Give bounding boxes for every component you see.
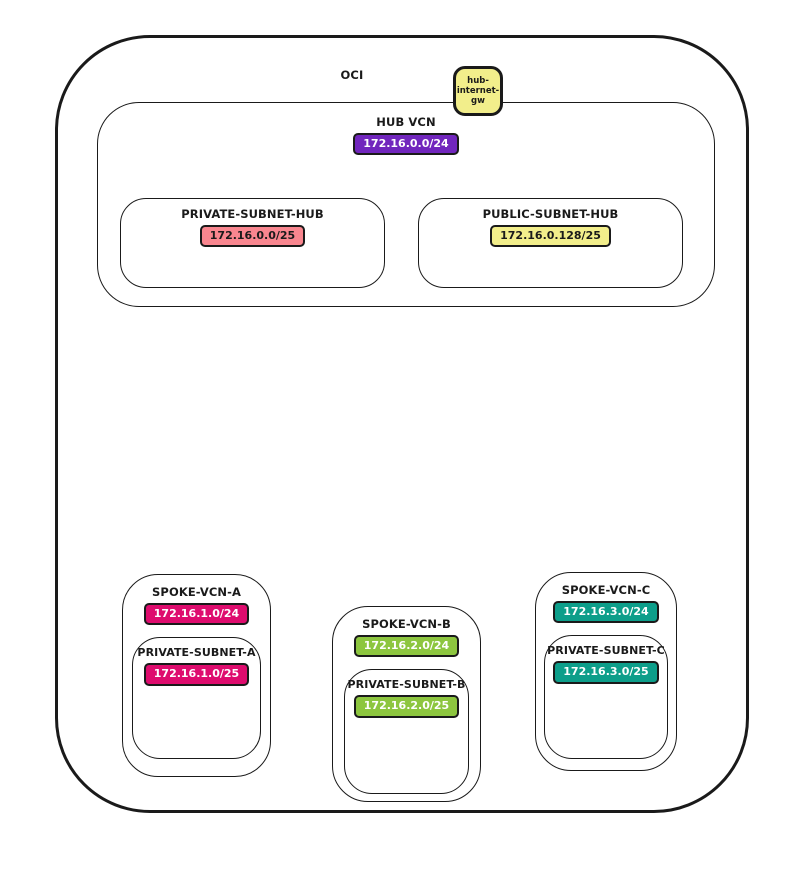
public-subnet-hub-cidr-row: 172.16.0.128/25 <box>419 224 682 248</box>
private-subnet-b-cidr-badge: 172.16.2.0/25 <box>353 694 460 718</box>
spoke-vcn-a-cidr-badge: 172.16.1.0/24 <box>143 602 250 626</box>
spoke-vcn-a-cidr-row: 172.16.1.0/24 <box>123 602 270 626</box>
private-subnet-a-container: PRIVATE-SUBNET-A 172.16.1.0/25 <box>132 637 261 760</box>
spoke-vcn-c-label: SPOKE-VCN-C <box>561 583 651 597</box>
hub-vcn-container: HUB VCN 172.16.0.0/24 PRIVATE-SUBNET-HUB… <box>97 102 715 307</box>
public-subnet-hub-container: PUBLIC-SUBNET-HUB 172.16.0.128/25 <box>418 198 683 288</box>
private-subnet-c-container: PRIVATE-SUBNET-C 172.16.3.0/25 <box>544 635 668 760</box>
private-subnet-hub-cidr-badge: 172.16.0.0/25 <box>199 224 306 248</box>
spoke-vcn-a-container: SPOKE-VCN-A 172.16.1.0/24 PRIVATE-SUBNET… <box>122 574 271 777</box>
spoke-vcn-b-cidr-badge: 172.16.2.0/24 <box>353 634 460 658</box>
private-subnet-b-cidr-row: 172.16.2.0/25 <box>345 694 468 718</box>
private-subnet-c-cidr-row: 172.16.3.0/25 <box>545 660 667 684</box>
public-subnet-hub-label: PUBLIC-SUBNET-HUB <box>482 207 619 221</box>
hub-internet-gateway-badge: hub-internet-gw <box>453 66 503 116</box>
private-subnet-hub-cidr-row: 172.16.0.0/25 <box>121 224 384 248</box>
spoke-vcn-b-container: SPOKE-VCN-B 172.16.2.0/24 PRIVATE-SUBNET… <box>332 606 481 802</box>
spoke-vcn-c-cidr-badge: 172.16.3.0/24 <box>553 600 659 624</box>
private-subnet-hub-container: PRIVATE-SUBNET-HUB 172.16.0.0/25 <box>120 198 385 288</box>
private-subnet-a-label: PRIVATE-SUBNET-A <box>137 646 256 660</box>
spoke-vcn-c-container: SPOKE-VCN-C 172.16.3.0/24 PRIVATE-SUBNET… <box>535 572 677 771</box>
spoke-vcn-c-cidr-row: 172.16.3.0/24 <box>536 600 676 624</box>
spoke-vcn-a-label: SPOKE-VCN-A <box>152 585 241 599</box>
private-subnet-hub-label: PRIVATE-SUBNET-HUB <box>181 207 324 221</box>
hub-vcn-cidr-row: 172.16.0.0/24 <box>98 132 714 156</box>
spoke-vcn-b-label: SPOKE-VCN-B <box>362 617 451 631</box>
hub-vcn-label: HUB VCN <box>376 115 436 129</box>
hub-vcn-cidr-badge: 172.16.0.0/24 <box>353 132 459 156</box>
oci-cloud-container: OCI hub-internet-gw HUB VCN 172.16.0.0/2… <box>55 35 749 813</box>
private-subnet-a-cidr-row: 172.16.1.0/25 <box>133 662 260 686</box>
private-subnet-c-label: PRIVATE-SUBNET-C <box>547 644 665 658</box>
private-subnet-c-cidr-badge: 172.16.3.0/25 <box>553 660 659 684</box>
public-subnet-hub-cidr-badge: 172.16.0.128/25 <box>490 224 611 248</box>
spoke-vcn-b-cidr-row: 172.16.2.0/24 <box>333 634 480 658</box>
private-subnet-b-container: PRIVATE-SUBNET-B 172.16.2.0/25 <box>344 669 469 795</box>
oci-label: OCI <box>340 68 364 82</box>
private-subnet-b-label: PRIVATE-SUBNET-B <box>347 678 466 692</box>
private-subnet-a-cidr-badge: 172.16.1.0/25 <box>143 662 250 686</box>
hub-internet-gateway-label: hub-internet-gw <box>456 75 500 107</box>
